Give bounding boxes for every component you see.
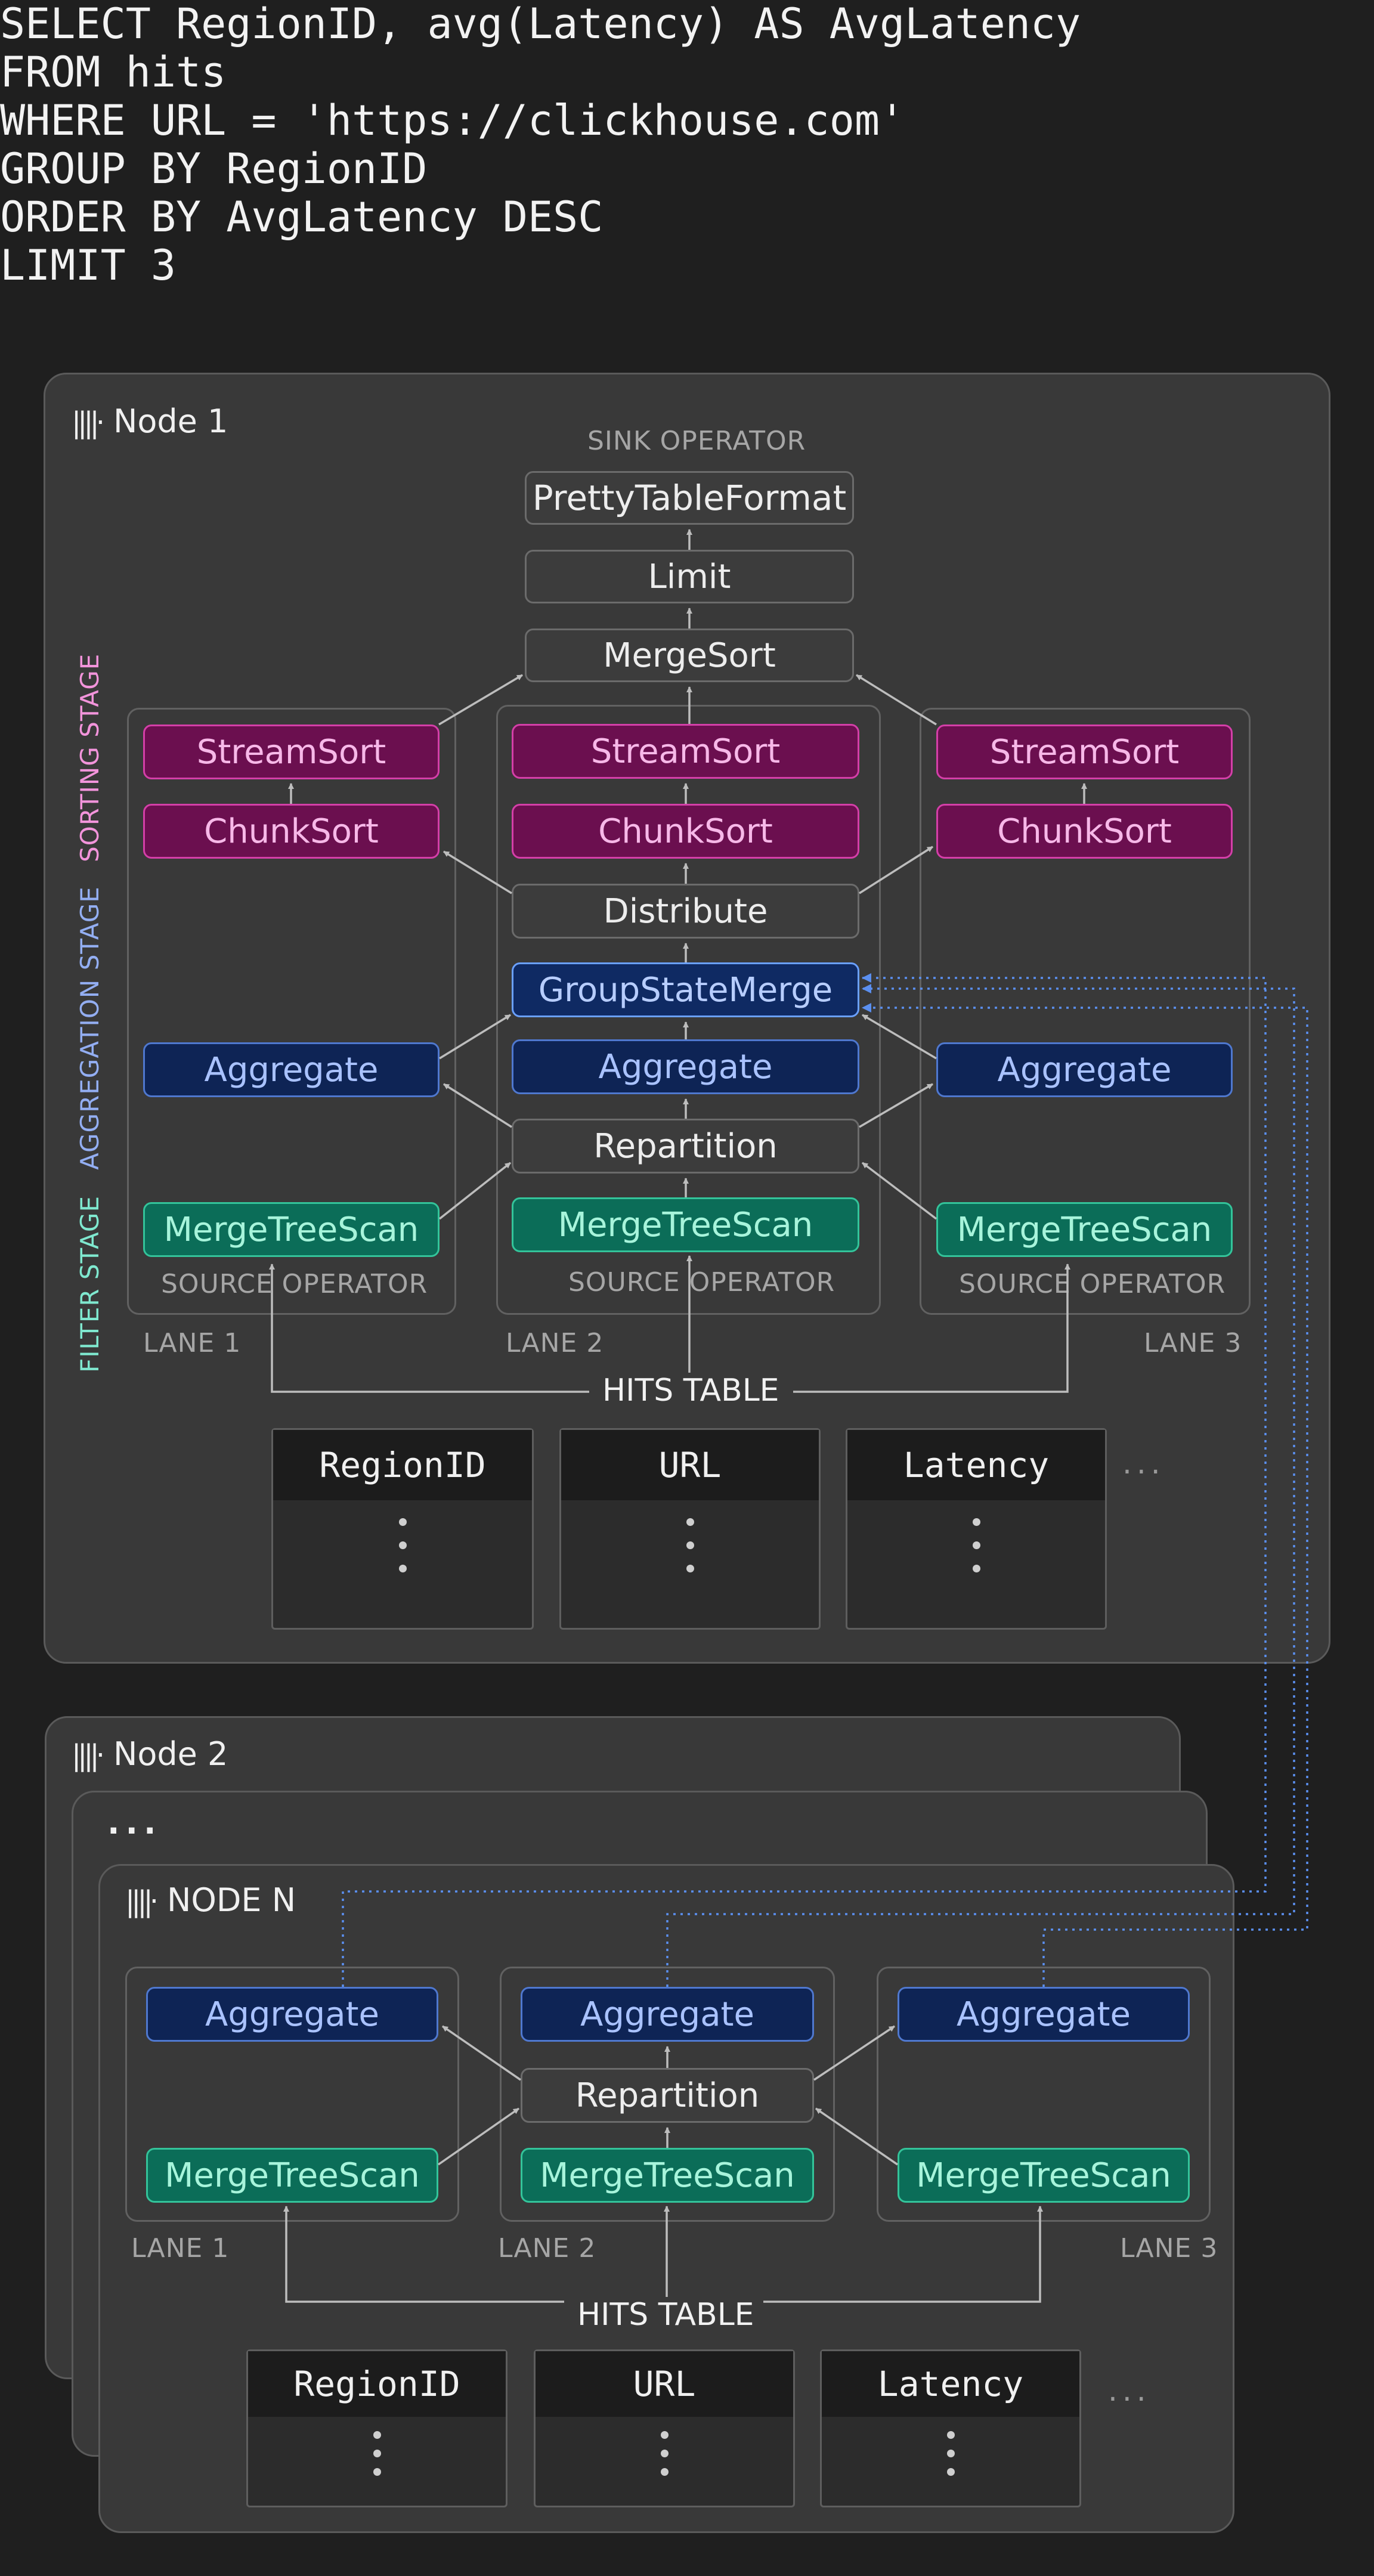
op-stream-sort-lane1: StreamSort [143, 724, 440, 779]
node-n-title: ||||·NODE N [125, 1881, 296, 1919]
sql-line: LIMIT 3 [0, 241, 177, 290]
node-2-title: ||||·Node 2 [72, 1735, 228, 1773]
op-merge-tree-scan-lane2: MergeTreeScan [512, 1197, 859, 1252]
sql-line: GROUP BY RegionID [0, 144, 428, 193]
sql-line: SELECT RegionID, avg(Latency) AS AvgLate… [0, 0, 1081, 48]
columns-icon: ||||· [125, 1885, 159, 1918]
lane-2-label: LANE 2 [506, 1328, 604, 1358]
stage-sorting-label: SORTING STAGE [75, 653, 104, 862]
op-stream-sort-lane2: StreamSort [512, 724, 859, 779]
column-latency: Latency [846, 1428, 1107, 1630]
lane-2-label: LANE 2 [498, 2233, 596, 2264]
stage-filter-label: FILTER STAGE [75, 1195, 104, 1373]
op-aggregate-lane1: Aggregate [143, 1042, 440, 1097]
lane-1-label: LANE 1 [131, 2233, 230, 2264]
op-merge-tree-scan-lane1: MergeTreeScan [143, 1202, 440, 1257]
op-repartition-n: Repartition [521, 2068, 814, 2123]
column-regionid: RegionID [246, 2349, 507, 2507]
op-group-state-merge: GroupStateMerge [512, 962, 859, 1017]
more-rows-dots [822, 2417, 1079, 2476]
more-columns-ellipsis: ... [1108, 2373, 1151, 2408]
columns-icon: ||||· [72, 1739, 105, 1772]
op-merge-tree-scan-n-lane3: MergeTreeScan [898, 2148, 1190, 2203]
op-chunk-sort-lane1: ChunkSort [143, 804, 440, 859]
source-operator-label: SOURCE OPERATOR [568, 1267, 835, 1298]
op-merge-sort: MergeSort [525, 628, 854, 682]
column-url: URL [559, 1428, 821, 1630]
sql-line: FROM hits [0, 48, 227, 97]
more-rows-dots [847, 1500, 1105, 1572]
op-pretty-table-format: PrettyTableFormat [525, 471, 854, 525]
hits-table-label: HITS TABLE [589, 1373, 793, 1408]
op-aggregate-n-lane2: Aggregate [521, 1987, 814, 2042]
op-aggregate-lane2: Aggregate [512, 1039, 859, 1094]
more-columns-ellipsis: ... [1122, 1446, 1165, 1481]
column-latency: Latency [820, 2349, 1081, 2507]
more-rows-dots [561, 1500, 819, 1572]
op-aggregate-lane3: Aggregate [936, 1042, 1233, 1097]
op-chunk-sort-lane3: ChunkSort [936, 804, 1233, 859]
lane-3-label: LANE 3 [1144, 1328, 1242, 1358]
sql-line: ORDER BY AvgLatency DESC [0, 193, 604, 242]
op-repartition: Repartition [512, 1119, 859, 1174]
op-chunk-sort-lane2: ChunkSort [512, 804, 859, 859]
op-merge-tree-scan-n-lane1: MergeTreeScan [146, 2148, 438, 2203]
op-aggregate-n-lane1: Aggregate [146, 1987, 438, 2042]
op-merge-tree-scan-n-lane2: MergeTreeScan [521, 2148, 814, 2203]
sql-line: WHERE URL = 'https://clickhouse.com' [0, 96, 905, 145]
more-rows-dots [536, 2417, 793, 2476]
nodes-ellipsis: ... [107, 1804, 162, 1841]
node-1-title: ||||·Node 1 [72, 402, 228, 440]
lane-1-label: LANE 1 [143, 1328, 242, 1358]
op-aggregate-n-lane3: Aggregate [898, 1987, 1190, 2042]
columns-icon: ||||· [72, 406, 105, 439]
column-url: URL [534, 2349, 795, 2507]
op-distribute: Distribute [512, 884, 859, 939]
sink-operator-label: SINK OPERATOR [587, 426, 806, 456]
hits-table-label: HITS TABLE [564, 2297, 768, 2333]
lane-3-label: LANE 3 [1120, 2233, 1218, 2264]
more-rows-dots [273, 1500, 532, 1572]
stage-aggregation-label: AGGREGATION STAGE [75, 886, 104, 1170]
op-merge-tree-scan-lane3: MergeTreeScan [936, 1202, 1233, 1257]
more-rows-dots [248, 2417, 506, 2476]
sql-query: SELECT RegionID, avg(Latency) AS AvgLate… [0, 0, 1374, 290]
source-operator-label: SOURCE OPERATOR [959, 1269, 1226, 1299]
column-regionid: RegionID [271, 1428, 534, 1630]
source-operator-label: SOURCE OPERATOR [161, 1269, 428, 1299]
op-limit: Limit [525, 550, 854, 603]
op-stream-sort-lane3: StreamSort [936, 724, 1233, 779]
